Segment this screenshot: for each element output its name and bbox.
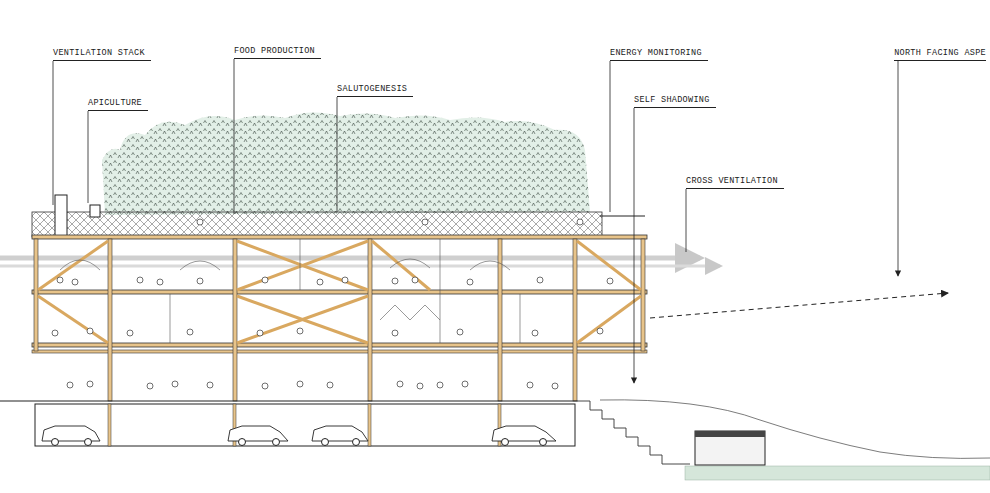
callout-label: FOOD PRODUCTION — [234, 46, 321, 59]
callout-label: APICULTURE — [88, 98, 148, 111]
callout-label: SELF SHADOWING — [634, 95, 716, 108]
callout-label: NORTH FACING ASPE — [894, 48, 986, 61]
callout-label: SALUTOGENESIS — [337, 84, 413, 97]
callout-label: VENTILATION STACK — [53, 48, 151, 61]
callout-label: ENERGY MONITORING — [610, 48, 708, 61]
callout-label: CROSS VENTILATION — [686, 176, 784, 189]
